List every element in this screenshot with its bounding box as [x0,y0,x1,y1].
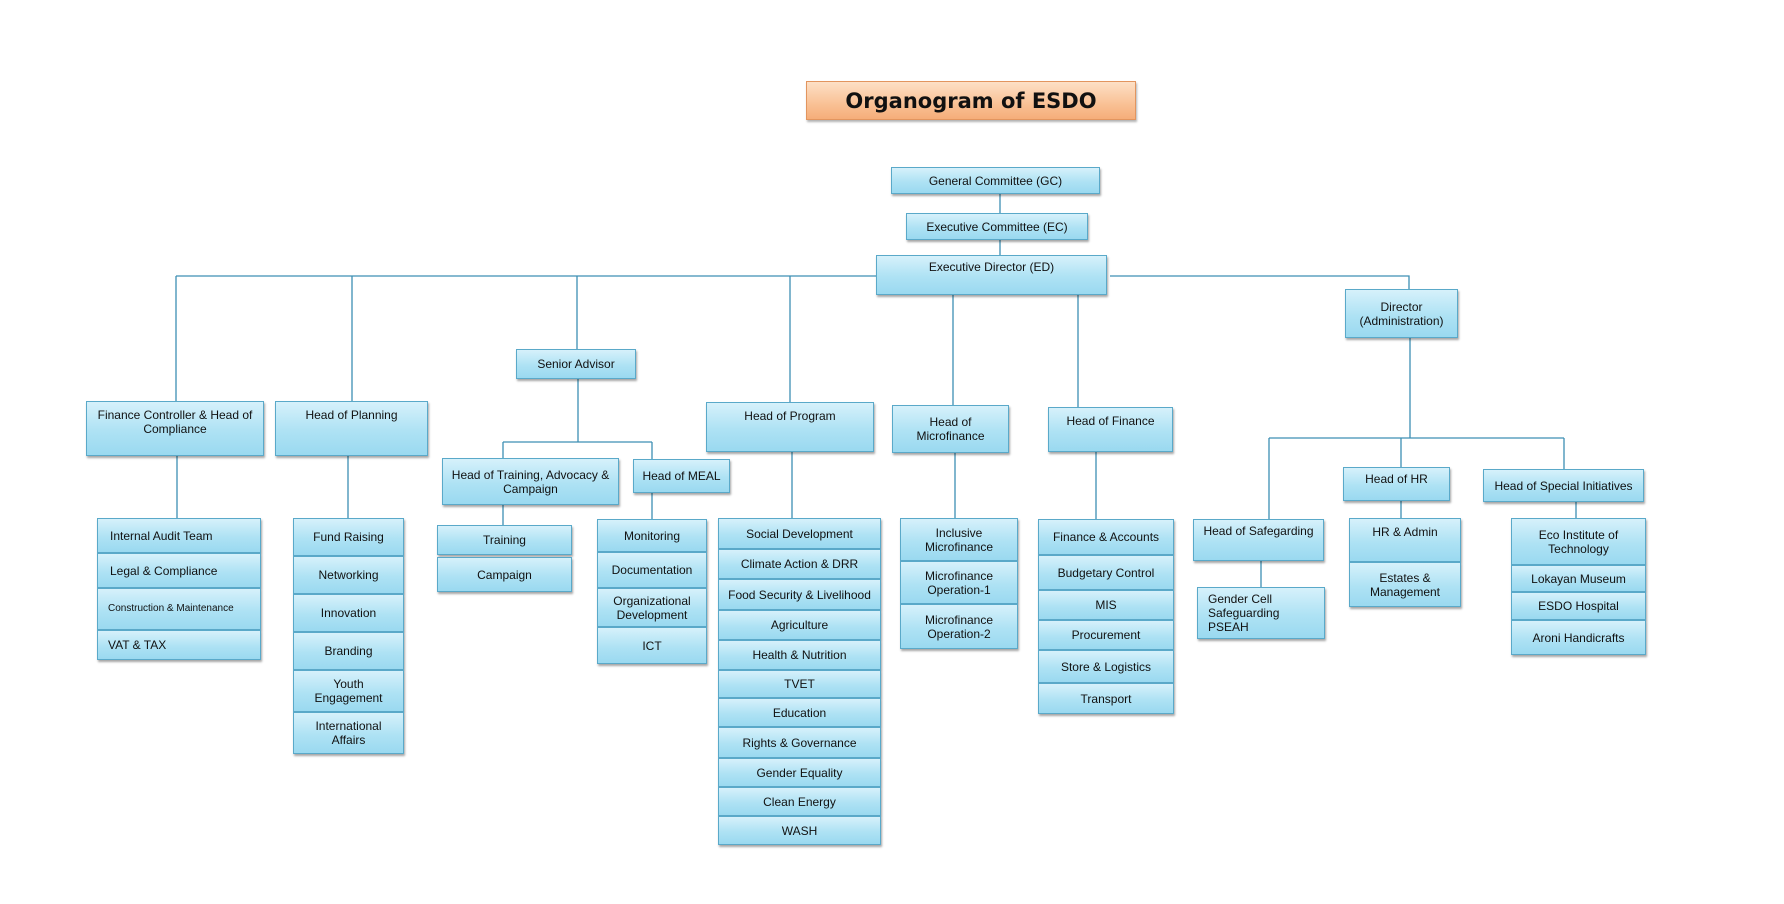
list-item-finance: MIS [1038,590,1174,620]
list-item-planning: Youth Engagement [293,670,404,712]
connector-admin-bus [1268,437,1565,519]
node-head-of-microfinance: Head of Microfinance [892,405,1009,453]
list-item-microfinance: Microfinance Operation-2 [900,604,1018,649]
list-item-special: Eco Institute of Technology [1511,518,1646,565]
list-item-program: Gender Equality [718,758,881,787]
list-item-meal: Organizational Development [597,588,707,627]
list-item-planning: Networking [293,556,404,594]
list-item-compliance: Legal & Compliance [97,553,261,588]
list-item-meal: ICT [597,627,707,664]
list-item-compliance: VAT & TAX [97,630,261,660]
list-item-program: Rights & Governance [718,727,881,758]
node-senior-advisor: Senior Advisor [516,349,636,379]
page-title: Organogram of ESDO [806,81,1136,120]
node-executive-director: Executive Director (ED) [876,255,1107,295]
list-item-finance: Finance & Accounts [1038,519,1174,555]
connector-main-bus [176,275,1410,289]
list-item-program: Food Security & Livelihood [718,579,881,610]
node-finance-controller: Finance Controller & Head of Compliance [86,401,264,456]
list-item-meal: Documentation [597,552,707,588]
list-item-compliance: Internal Audit Team [97,518,261,553]
list-item-program: Clean Energy [718,787,881,816]
list-item-planning: Innovation [293,594,404,632]
node-head-of-meal: Head of MEAL [633,459,730,493]
list-item-program: TVET [718,670,881,698]
list-item-safeguarding: Gender Cell Safeguarding PSEAH [1197,587,1325,639]
list-item-training: Training [437,525,572,555]
list-item-hr: HR & Admin [1349,518,1461,562]
list-item-finance: Transport [1038,683,1174,714]
list-item-finance: Store & Logistics [1038,650,1174,683]
list-item-planning: Fund Raising [293,518,404,556]
node-head-of-finance: Head of Finance [1048,407,1173,452]
node-general-committee: General Committee (GC) [891,167,1100,194]
list-item-program: WASH [718,816,881,845]
list-item-program: Education [718,698,881,727]
node-executive-committee: Executive Committee (EC) [906,213,1088,240]
list-item-special: Lokayan Museum [1511,565,1646,592]
list-item-special: Aroni Handicrafts [1511,620,1646,655]
node-director-administration: Director (Administration) [1345,289,1458,338]
node-head-of-hr: Head of HR [1343,467,1450,501]
list-item-hr: Estates & Management [1349,562,1461,607]
list-item-finance: Budgetary Control [1038,555,1174,590]
list-item-planning: Branding [293,632,404,670]
list-item-finance: Procurement [1038,620,1174,650]
node-head-of-training: Head of Training, Advocacy & Campaign [442,458,619,505]
list-item-microfinance: Microfinance Operation-1 [900,561,1018,604]
connector-senior-children [502,379,653,459]
list-item-program: Agriculture [718,610,881,640]
node-head-of-special-initiatives: Head of Special Initiatives [1483,469,1644,502]
list-item-meal: Monitoring [597,519,707,552]
list-item-program: Social Development [718,518,881,549]
list-item-training: Campaign [437,557,572,592]
node-head-of-program: Head of Program [706,402,874,452]
list-item-compliance: Construction & Maintenance [97,588,261,630]
list-item-microfinance: Inclusive Microfinance [900,518,1018,561]
list-item-special: ESDO Hospital [1511,592,1646,620]
list-item-program: Climate Action & DRR [718,549,881,579]
list-item-program: Health & Nutrition [718,640,881,670]
node-head-of-planning: Head of Planning [275,401,428,456]
list-item-planning: International Affairs [293,712,404,754]
node-head-of-safeguarding: Head of Safegarding [1193,519,1324,561]
